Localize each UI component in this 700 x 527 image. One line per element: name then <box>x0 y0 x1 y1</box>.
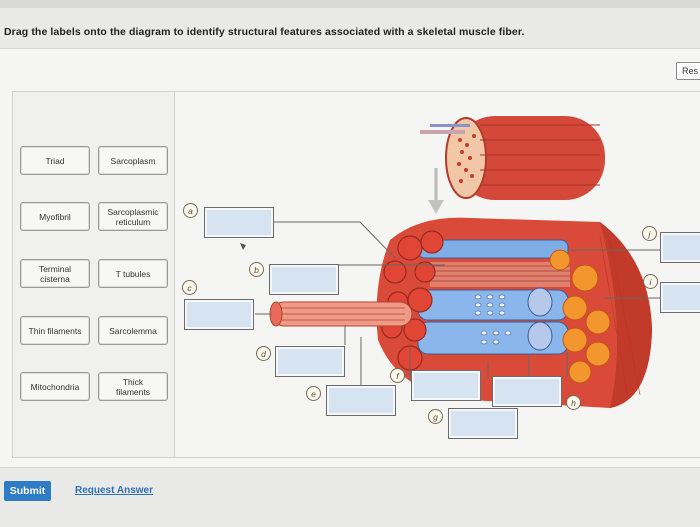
marker-e: e <box>306 386 321 401</box>
marker-h: h <box>566 395 581 410</box>
marker-j: j <box>642 226 657 241</box>
drop-target-g[interactable] <box>448 408 518 439</box>
marker-c: c <box>182 280 197 295</box>
submit-button[interactable]: Submit <box>4 481 51 501</box>
drop-target-b[interactable] <box>269 264 339 295</box>
marker-b: b <box>249 262 264 277</box>
marker-f: f <box>390 368 405 383</box>
request-answer-link[interactable]: Request Answer <box>75 485 153 496</box>
drop-target-d[interactable] <box>275 346 345 377</box>
marker-g: g <box>428 409 443 424</box>
drop-target-e[interactable] <box>326 385 396 416</box>
drop-target-a[interactable] <box>204 207 274 238</box>
marker-a: a <box>183 203 198 218</box>
marker-d: d <box>256 346 271 361</box>
drop-target-h[interactable] <box>492 376 562 407</box>
fiber-overview-graphic <box>420 116 605 214</box>
drop-target-i[interactable] <box>660 282 700 313</box>
drop-target-c[interactable] <box>184 299 254 330</box>
drop-target-j[interactable] <box>660 232 700 263</box>
marker-i: i <box>643 274 658 289</box>
drop-target-f[interactable] <box>411 370 481 401</box>
